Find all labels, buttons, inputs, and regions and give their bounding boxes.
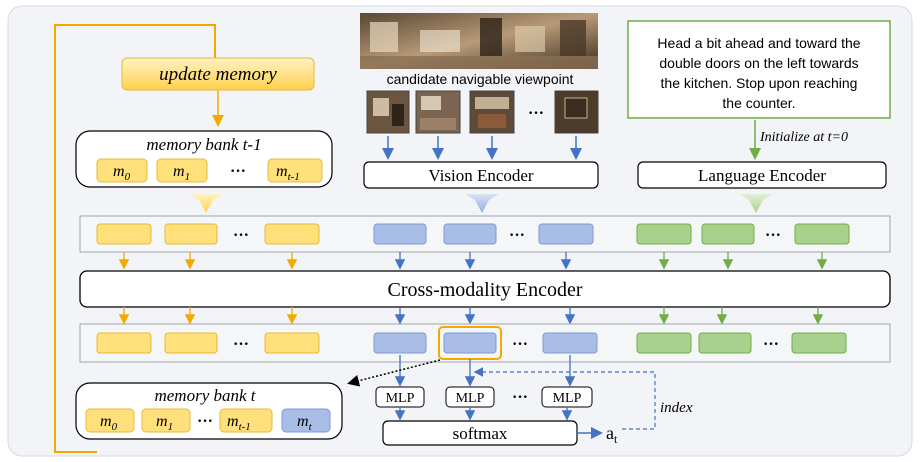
memory-new-slot-0: m0 bbox=[85, 408, 135, 433]
svg-text:m0: m0 bbox=[113, 163, 131, 183]
row-top-ellipsis-3: ··· bbox=[765, 227, 781, 244]
thumb-ellipsis: ··· bbox=[528, 105, 544, 122]
row-bottom-ellipsis-1: ··· bbox=[233, 336, 249, 353]
arrows-to-cross-encoder bbox=[118, 252, 828, 270]
candidate-thumb-3 bbox=[469, 90, 515, 134]
initialize-label: Initialize at t=0 bbox=[759, 130, 848, 145]
memory-prev-slot-1: m1 bbox=[156, 158, 208, 183]
memory-write-arrow bbox=[347, 359, 441, 387]
instruction-line-3: the kitchen. Stop upon reaching bbox=[661, 75, 858, 91]
memory-new-ellipsis: ··· bbox=[197, 413, 213, 430]
output-label: at bbox=[606, 423, 618, 446]
memory-bank-new-title: memory bank t bbox=[154, 386, 256, 405]
svg-text:mt-1: mt-1 bbox=[227, 413, 251, 433]
cross-modality-encoder bbox=[79, 270, 891, 308]
token-row-bottom-items bbox=[96, 332, 847, 354]
candidate-thumb-2 bbox=[415, 90, 461, 134]
row-top-ellipsis-1: ··· bbox=[233, 227, 249, 244]
row-top-ellipsis-2: ··· bbox=[509, 227, 525, 244]
mlp-label-2: MLP bbox=[456, 391, 485, 406]
row-bottom-ellipsis-2: ··· bbox=[512, 336, 528, 353]
softmax-label: softmax bbox=[453, 424, 508, 443]
svg-text:m1: m1 bbox=[156, 413, 173, 433]
cross-encoder-label: Cross-modality Encoder bbox=[388, 279, 583, 301]
mlp-ellipsis: ··· bbox=[512, 389, 528, 406]
row-bottom-ellipsis-3: ··· bbox=[763, 336, 779, 353]
update-memory-label: update memory bbox=[159, 64, 277, 85]
language-encoder bbox=[637, 161, 887, 189]
token-row-top-items bbox=[96, 223, 850, 245]
svg-text:mt-1: mt-1 bbox=[276, 163, 300, 183]
memory-new-slot-3: mt bbox=[281, 408, 331, 433]
memory-big-arrow bbox=[189, 194, 223, 213]
instruction-line-1: Head a bit ahead and toward the bbox=[657, 35, 860, 51]
softmax-arrows bbox=[394, 407, 573, 421]
memory-new-slot-1: m1 bbox=[141, 408, 191, 433]
mlp-label-3: MLP bbox=[553, 391, 582, 406]
vision-encoder-label: Vision Encoder bbox=[428, 166, 534, 185]
index-feedback-line bbox=[473, 367, 656, 430]
mlp-label-1: MLP bbox=[386, 391, 415, 406]
arrows-from-cross-encoder bbox=[118, 307, 824, 325]
svg-text:m0: m0 bbox=[100, 413, 118, 433]
memory-prev-slot-0: m0 bbox=[96, 158, 148, 183]
panorama-image bbox=[360, 13, 598, 69]
instruction-line-2: double doors on the left towards bbox=[659, 55, 858, 71]
memory-bank-prev-title: memory bank t-1 bbox=[146, 135, 261, 154]
vision-encoder bbox=[363, 161, 599, 189]
update-loop-line bbox=[54, 24, 216, 453]
svg-text:m1: m1 bbox=[173, 163, 190, 183]
candidate-thumb-4 bbox=[554, 90, 599, 134]
svg-text:mt: mt bbox=[297, 413, 313, 433]
language-big-arrow bbox=[739, 194, 773, 213]
memory-new-slot-2: mt-1 bbox=[219, 408, 273, 433]
instruction-box bbox=[627, 20, 891, 119]
candidate-label: candidate navigable viewpoint bbox=[387, 71, 574, 87]
vision-big-arrow bbox=[465, 194, 499, 213]
index-label: index bbox=[660, 400, 693, 416]
memory-prev-ellipsis: ··· bbox=[230, 163, 246, 180]
language-encoder-label: Language Encoder bbox=[698, 166, 826, 185]
candidate-thumb-1 bbox=[366, 90, 410, 134]
memory-prev-slot-2: mt-1 bbox=[267, 158, 323, 183]
instruction-line-4: the counter. bbox=[722, 95, 795, 111]
